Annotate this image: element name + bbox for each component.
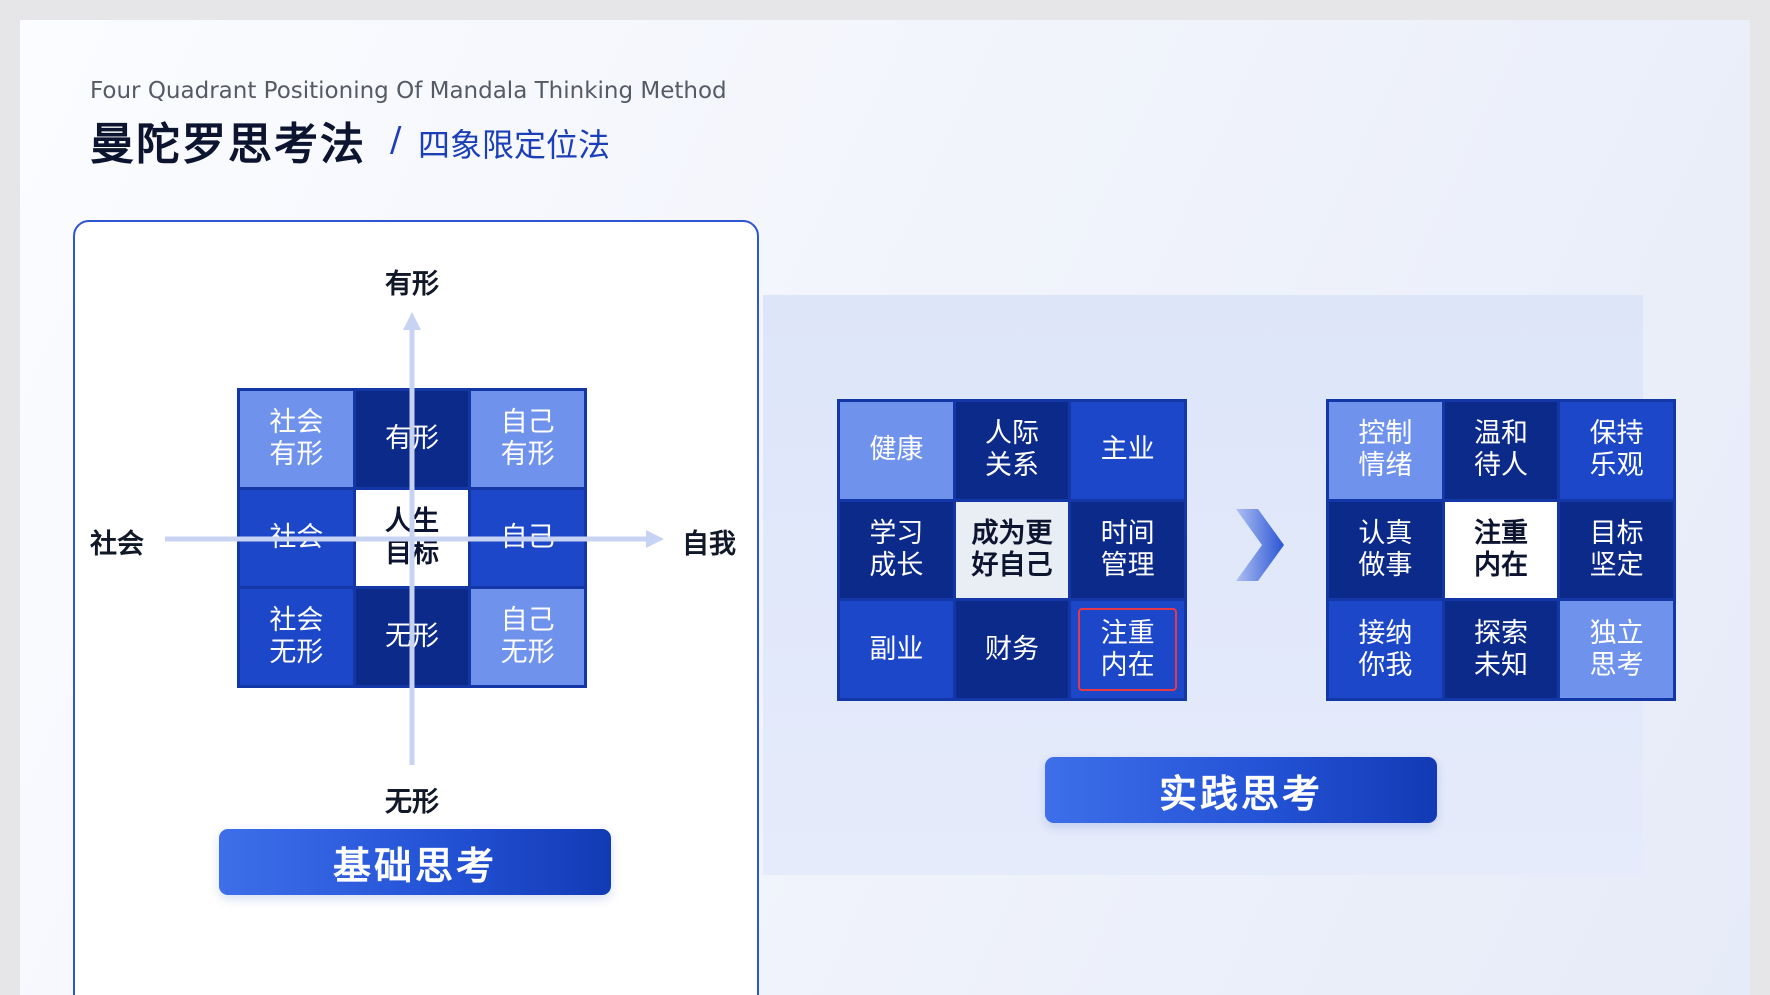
quadrant-cell-self: 自己 xyxy=(471,490,584,586)
grid2-cell-gentle: 温和 待人 xyxy=(1444,402,1558,499)
grid1-cell-time-management: 时间 管理 xyxy=(1071,501,1184,599)
grid1-cell-relationships: 人际 关系 xyxy=(955,402,1069,499)
grid1-cell-finance: 财务 xyxy=(955,601,1069,698)
grid2-cell-control-emotion: 控制 情绪 xyxy=(1329,402,1442,499)
grid2-cell-acceptance: 接纳 你我 xyxy=(1329,601,1442,698)
quadrant-cell-tangible: 有形 xyxy=(355,391,469,487)
practice-grid-2: 控制 情绪 温和 待人 保持 乐观 认真 做事 注重 内在 目标 坚定 接纳 你… xyxy=(1326,399,1676,701)
quadrant-cell-social-tangible: 社会 有形 xyxy=(240,391,353,487)
quadrant-cell-self-tangible: 自己 有形 xyxy=(471,391,584,487)
quadrant-cell-self-intangible: 自己 无形 xyxy=(471,589,584,685)
grid1-cell-health: 健康 xyxy=(840,402,953,499)
grid2-cell-explore: 探索 未知 xyxy=(1444,601,1558,698)
basic-thinking-button[interactable]: 基础思考 xyxy=(219,829,611,895)
title-separator: / xyxy=(390,120,402,160)
grid1-cell-side-business: 副业 xyxy=(840,601,953,698)
slide: Four Quadrant Positioning Of Mandala Thi… xyxy=(20,20,1750,995)
chevron-right-icon xyxy=(1236,509,1284,581)
practice-grid-1: 健康 人际 关系 主业 学习 成长 成为更 好自己 时间 管理 副业 财务 注重… xyxy=(837,399,1187,701)
grid1-cell-learning-growth: 学习 成长 xyxy=(840,501,953,599)
quadrant-cell-life-goal: 人生 目标 xyxy=(355,490,469,586)
quadrant-cell-intangible: 无形 xyxy=(355,589,469,685)
grid2-cell-diligent: 认真 做事 xyxy=(1329,501,1442,599)
quadrant-cell-social: 社会 xyxy=(240,490,353,586)
grid2-cell-independent: 独立 思考 xyxy=(1560,601,1673,698)
grid1-cell-main-business: 主业 xyxy=(1071,402,1184,499)
grid1-cell-better-self: 成为更 好自己 xyxy=(955,501,1069,599)
grid2-cell-firm-goal: 目标 坚定 xyxy=(1560,501,1673,599)
grid1-cell-inner-focus: 注重 内在 xyxy=(1071,601,1184,698)
practice-thinking-button[interactable]: 实践思考 xyxy=(1045,757,1437,823)
axis-label-top: 有形 xyxy=(385,269,439,300)
axis-label-left: 社会 xyxy=(90,529,144,560)
page-title: 曼陀罗思考法 xyxy=(90,119,366,170)
grid2-cell-inner-focus: 注重 内在 xyxy=(1444,501,1558,599)
axis-label-right: 自我 xyxy=(682,529,736,560)
grid2-cell-optimistic: 保持 乐观 xyxy=(1560,402,1673,499)
page-subtitle: Four Quadrant Positioning Of Mandala Thi… xyxy=(90,78,727,104)
quadrant-grid: 社会 有形 有形 自己 有形 社会 人生 目标 自己 社会 无形 无形 自己 无… xyxy=(237,388,587,688)
axis-label-bottom: 无形 xyxy=(385,787,439,818)
page-title-sub: 四象限定位法 xyxy=(418,126,611,164)
quadrant-cell-social-intangible: 社会 无形 xyxy=(240,589,353,685)
